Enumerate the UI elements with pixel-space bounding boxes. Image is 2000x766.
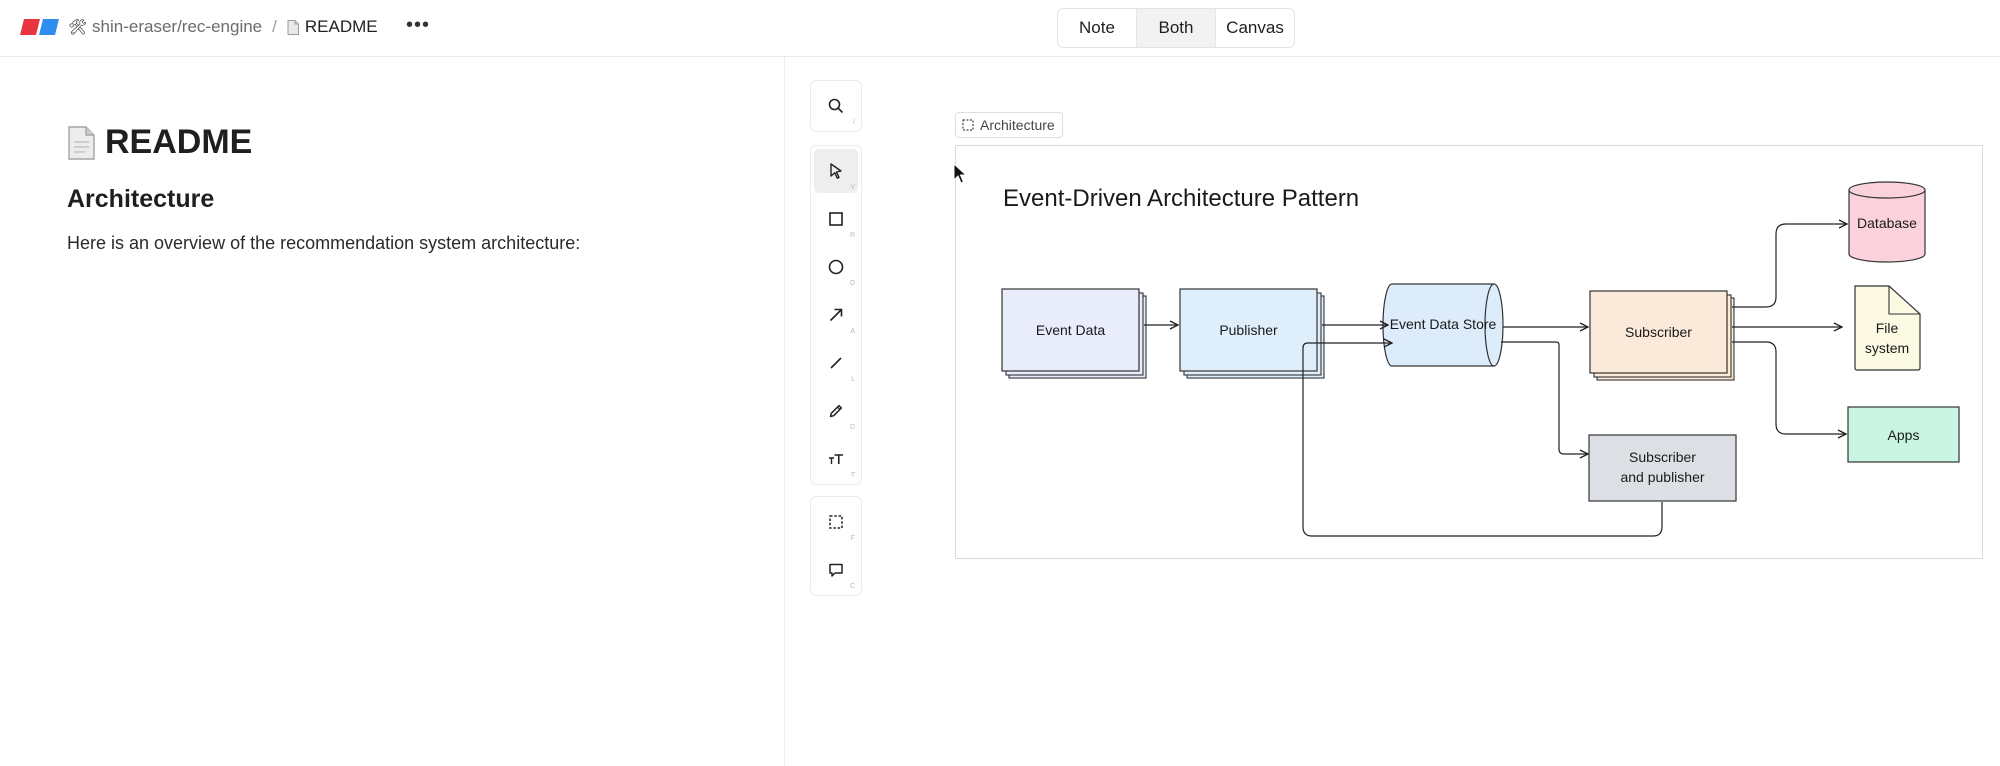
top-bar: 🛠 shin-eraser/rec-engine / README ••• No… [0,0,2000,57]
cursor-icon [830,163,842,179]
frame-tool[interactable]: F [814,500,858,544]
breadcrumb-separator: / [272,17,277,36]
document-icon [68,125,95,160]
rectangle-icon [829,212,843,226]
document-title-text[interactable]: README [105,123,253,161]
node-event-data[interactable]: Event Data [1001,288,1147,379]
connector-store-subpub [1501,341,1588,454]
mode-both-button[interactable]: Both [1136,9,1216,47]
shortcut-key: F [850,535,855,542]
comment-icon [829,563,843,577]
select-tool[interactable]: V [814,149,858,193]
shortcut-key: D [849,424,855,431]
paragraph-text[interactable]: Here is an overview of the recommendatio… [67,233,581,253]
pencil-icon [829,404,843,418]
shortcut-key: T [850,472,855,479]
search-tool-group: / [810,80,862,132]
frame-icon [829,515,843,529]
mode-canvas-button[interactable]: Canvas [1226,18,1284,37]
arrow-icon [829,308,843,322]
pencil-tool[interactable]: D [814,389,858,433]
shortcut-key: L [851,376,855,383]
view-mode-switcher: Note Both Canvas [1057,8,1295,48]
node-subscriber[interactable]: Subscriber [1589,290,1735,381]
node-event-data-store[interactable]: Event Data Store [1382,283,1504,367]
shortcut-key: V [850,184,855,191]
connector-subscriber-apps [1732,341,1846,434]
ellipse-tool[interactable]: O [814,245,858,289]
circle-icon [828,259,844,275]
diagram-title[interactable]: Event-Driven Architecture Pattern [1003,185,1359,212]
connector-subpub-store-loop [1302,343,1663,537]
node-label: Event Data Store [1390,316,1497,332]
more-options-button[interactable]: ••• [406,14,431,36]
mouse-pointer-icon [953,163,967,184]
frame-icon [962,119,974,131]
mode-note-button[interactable]: Note [1079,18,1115,37]
node-publisher[interactable]: Publisher [1179,288,1325,379]
shortcut-key: O [849,280,855,287]
node-label: and publisher [1620,469,1704,485]
shortcut-key: A [850,328,855,335]
shortcut-key: / [853,119,855,126]
breadcrumb-project[interactable]: shin-eraser/rec-engine [92,17,263,36]
node-label: system [1865,340,1909,356]
text-tool[interactable]: T [814,437,858,481]
arrow-tool[interactable]: A [814,293,858,337]
drawing-tool-group: V R O A L D T [810,145,862,485]
document-title[interactable]: README [67,123,252,162]
node-label: File [1876,320,1899,336]
frame-label[interactable]: Architecture [955,112,1063,138]
node-subscriber-and-publisher[interactable]: Subscriber and publisher [1588,434,1737,502]
comment-tool[interactable]: C [814,548,858,592]
shortcut-key: C [849,583,855,590]
node-file-system[interactable]: File system [1854,285,1921,371]
node-label: Apps [1888,427,1920,443]
frame-label-text: Architecture [980,117,1055,133]
app-logo[interactable] [20,19,60,35]
document-pane: README Architecture Here is an overview … [0,57,785,766]
node-label: Subscriber [1629,449,1696,465]
node-label: Event Data [1036,322,1105,338]
rectangle-tool[interactable]: R [814,197,858,241]
line-tool[interactable]: L [814,341,858,385]
section-heading[interactable]: Architecture [67,185,215,213]
node-label: Database [1857,215,1917,231]
node-label: Publisher [1219,322,1278,338]
architecture-diagram: Event-Driven Architecture Pattern Event … [1001,181,1960,537]
connectors [1144,224,1847,537]
shortcut-key: R [849,232,855,239]
node-label: Subscriber [1625,324,1692,340]
node-database[interactable]: Database [1848,181,1926,263]
frame-comment-tool-group: F C [810,496,862,596]
text-size-icon [829,454,843,464]
connector-subscriber-database [1732,224,1847,308]
architecture-frame[interactable]: Event-Driven Architecture Pattern Event … [955,145,1983,559]
tools-icon: 🛠 [68,19,88,36]
breadcrumb: 🛠 shin-eraser/rec-engine / README [68,15,378,39]
document-icon [287,19,299,35]
breadcrumb-document[interactable]: README [304,17,378,36]
line-icon [830,357,842,369]
search-icon [828,98,844,114]
node-apps[interactable]: Apps [1847,406,1960,463]
search-tool[interactable]: / [814,84,858,128]
